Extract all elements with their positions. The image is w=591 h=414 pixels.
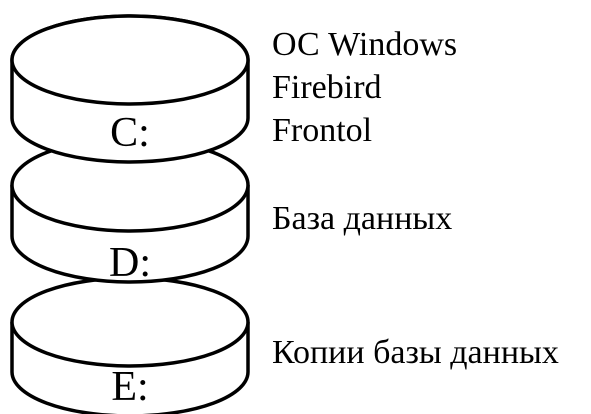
disk-c-letter: C: (110, 110, 150, 156)
disk-c: C: (10, 14, 250, 164)
disk-d: D: (10, 137, 250, 286)
disk-c-content-firebird: Firebird (272, 69, 382, 106)
disk-e-content-database-copies: Копии базы данных (272, 334, 559, 371)
disk-d-content-database: База данных (272, 200, 452, 237)
disk-d-letter: D: (109, 240, 151, 286)
disk-e-letter: E: (111, 364, 148, 410)
disk-e-top-rim (10, 321, 250, 368)
disk-c-content-os: ОС Windows (272, 26, 457, 63)
disk-c-content-frontol: Frontol (272, 112, 372, 149)
disk-d-top-rim (10, 184, 250, 233)
disk-c-top-face (10, 14, 250, 106)
disk-e: E: (10, 276, 250, 414)
